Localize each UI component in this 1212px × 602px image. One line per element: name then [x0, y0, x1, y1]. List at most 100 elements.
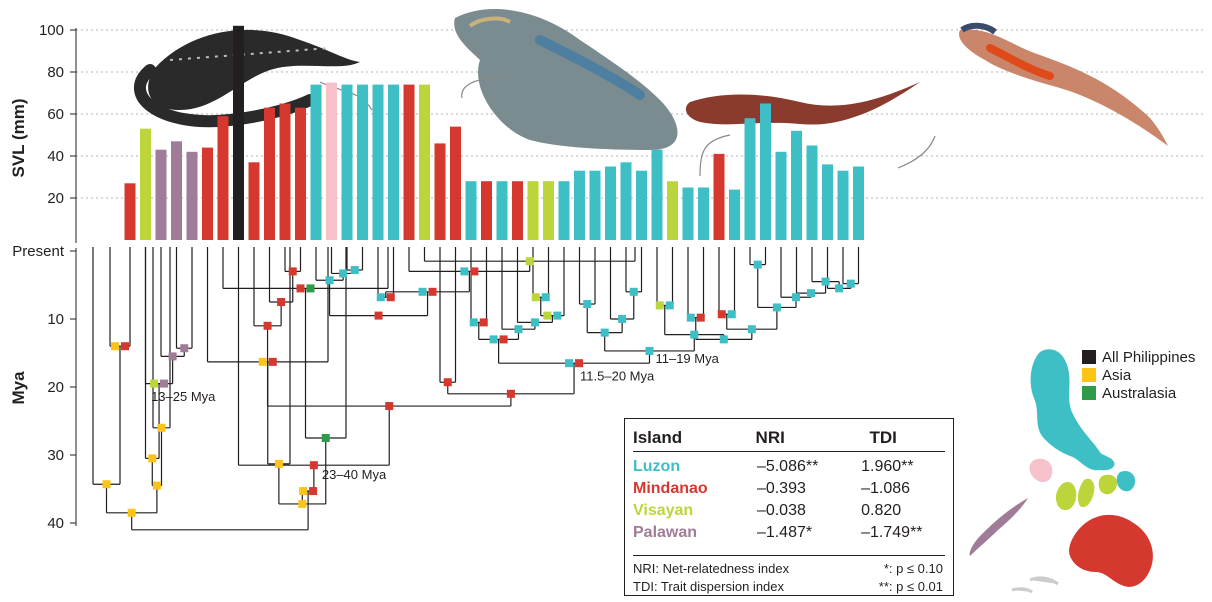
node-marker	[148, 454, 156, 462]
node-marker	[773, 303, 781, 311]
node-marker	[111, 342, 119, 350]
node-marker	[444, 378, 452, 386]
bar	[512, 181, 523, 240]
bar	[822, 164, 833, 240]
map-visayas-4	[1117, 471, 1135, 491]
node-marker	[526, 257, 534, 265]
node-marker	[656, 301, 664, 309]
bar	[605, 167, 616, 241]
bar	[683, 188, 694, 241]
node-marker	[375, 312, 383, 320]
node-age-label: 23–40 Mya	[322, 467, 387, 482]
node-marker	[153, 482, 161, 490]
stats-table-header: Island NRI TDI	[633, 425, 945, 452]
node-marker	[531, 318, 539, 326]
bar	[264, 108, 275, 240]
node-marker	[128, 509, 136, 517]
bar	[373, 85, 384, 240]
node-marker	[387, 293, 395, 301]
node-marker	[470, 318, 478, 326]
y-tick-label: 100	[39, 22, 64, 39]
bar	[342, 85, 353, 240]
bar	[590, 171, 601, 240]
bar	[729, 190, 740, 240]
note-significance: **: p ≤ 0.01	[879, 579, 943, 594]
node-marker	[718, 310, 726, 318]
note-definition: NRI: Net-relatedness index	[633, 561, 789, 576]
bar	[652, 150, 663, 240]
row-island: Palawan	[633, 524, 727, 542]
map-palawan	[970, 498, 1028, 556]
node-marker	[419, 288, 427, 296]
bar	[853, 167, 864, 241]
node-marker	[666, 301, 674, 309]
node-marker	[618, 315, 626, 323]
bar	[776, 152, 787, 240]
node-marker	[385, 402, 393, 410]
node-marker	[429, 288, 437, 296]
node-marker	[377, 293, 385, 301]
node-marker	[553, 312, 561, 320]
row-island: Visayan	[633, 502, 727, 520]
note-definition: TDI: Trait dispersion index	[633, 579, 784, 594]
bar	[404, 85, 415, 240]
map-mindoro	[1030, 459, 1053, 482]
y-tick-label: 20	[47, 379, 64, 396]
node-marker	[532, 293, 540, 301]
bar	[295, 108, 306, 240]
node-marker	[259, 358, 267, 366]
row-nri: –1.487*	[727, 524, 839, 542]
table-notes: NRI: Net-relatedness index *: p ≤ 0.10 T…	[633, 559, 943, 595]
pointer-arrow-4	[898, 136, 935, 168]
node-marker	[310, 461, 318, 469]
header-tdi: TDI	[830, 428, 945, 448]
legend-item: All Philippines	[1082, 348, 1195, 366]
header-island: Island	[633, 428, 718, 448]
node-marker	[507, 390, 515, 398]
node-marker	[601, 329, 609, 337]
node-marker	[277, 298, 285, 306]
node-marker	[645, 347, 653, 355]
table-row: Luzon –5.086** 1.960**	[633, 456, 945, 478]
note-significance: *: p ≤ 0.10	[884, 561, 943, 576]
bar	[667, 181, 678, 240]
header-nri: NRI	[718, 428, 830, 448]
row-island: Mindanao	[633, 480, 727, 498]
bar	[636, 171, 647, 240]
row-nri: –0.038	[727, 502, 839, 520]
node-marker	[792, 293, 800, 301]
bar	[435, 143, 446, 240]
axes: 10080604020SVL (mm)Present10203040Mya	[9, 22, 76, 532]
bar	[528, 181, 539, 240]
bar	[140, 129, 151, 240]
node-marker	[807, 289, 815, 297]
node-marker	[543, 312, 551, 320]
bar	[357, 85, 368, 240]
table-row: Visayan –0.038 0.820	[633, 500, 945, 522]
map-visayas-1	[1056, 482, 1076, 510]
node-marker	[542, 293, 550, 301]
table-row: Palawan –1.487* –1.749**	[633, 522, 945, 544]
node-marker	[630, 288, 638, 296]
map-mindanao	[1069, 515, 1153, 587]
node-marker	[575, 359, 583, 367]
node-marker	[269, 358, 277, 366]
node-age-label: 13–25 Mya	[151, 389, 216, 404]
node-marker	[490, 335, 498, 343]
bar	[450, 127, 461, 240]
legend-swatch	[1082, 368, 1096, 382]
node-marker	[180, 344, 188, 352]
bar	[543, 181, 554, 240]
node-marker	[160, 380, 168, 388]
node-marker	[121, 342, 129, 350]
legend: All Philippines Asia Australasia	[1082, 348, 1195, 402]
node-marker	[583, 300, 591, 308]
node-marker	[480, 318, 488, 326]
y-axis-title-top: SVL (mm)	[9, 98, 28, 177]
node-marker	[289, 267, 297, 275]
map-sulu	[1012, 578, 1058, 592]
y-tick-label: 40	[47, 515, 64, 532]
node-marker	[754, 261, 762, 269]
legend-label: Australasia	[1102, 385, 1176, 402]
